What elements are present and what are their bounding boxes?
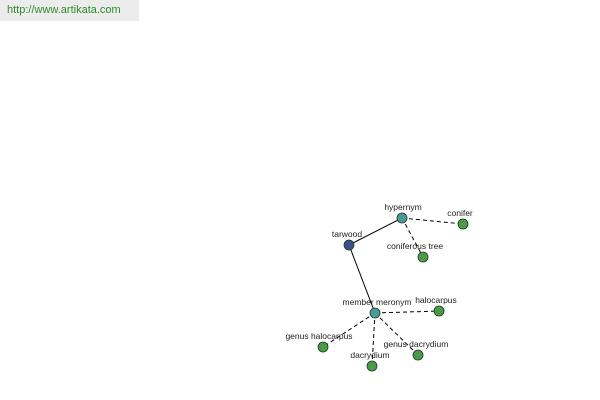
node-coniferous-tree[interactable]: coniferous tree — [387, 241, 443, 263]
node-conifer[interactable]: conifer — [447, 208, 473, 230]
node-genus-dacrydium[interactable]: genus dacrydium — [384, 339, 449, 361]
node-member-meronym[interactable]: member meronym — [343, 297, 412, 319]
node-label-halocarpus: halocarpus — [415, 295, 457, 305]
node-genus-halocarpus[interactable]: genus halocarpus — [285, 331, 353, 353]
graph-edges — [322, 217, 464, 367]
node-label-coniferous-tree: coniferous tree — [387, 241, 443, 251]
node-dacrydium[interactable]: dacrydium — [350, 350, 390, 372]
node-label-tarwood: tarwood — [332, 229, 363, 239]
node-circle-dacrydium[interactable] — [366, 360, 378, 372]
node-halocarpus[interactable]: halocarpus — [415, 295, 457, 317]
node-circle-member-meronym[interactable] — [369, 307, 381, 319]
node-circle-genus-halocarpus[interactable] — [317, 341, 329, 353]
edge-hypernym-to-conifer — [401, 217, 464, 225]
node-label-hypernym: hypernym — [384, 202, 421, 212]
node-circle-genus-dacrydium[interactable] — [412, 349, 424, 361]
node-label-genus-halocarpus: genus halocarpus — [285, 331, 352, 341]
node-label-dacrydium: dacrydium — [350, 350, 389, 360]
edge-member-meronym-to-dacrydium — [371, 312, 376, 367]
node-label-conifer: conifer — [447, 208, 473, 218]
node-label-genus-dacrydium: genus dacrydium — [384, 339, 449, 349]
edge-tarwood-to-hypernym — [348, 217, 403, 246]
node-tarwood[interactable]: tarwood — [332, 229, 363, 251]
edge-member-meronym-to-halocarpus — [374, 310, 440, 314]
node-circle-halocarpus[interactable] — [433, 305, 445, 317]
node-label-member-meronym: member meronym — [343, 297, 412, 307]
site-url[interactable]: http://www.artikata.com — [0, 0, 139, 21]
node-circle-coniferous-tree[interactable] — [417, 251, 429, 263]
edge-member-meronym-to-genus-halocarpus — [322, 312, 376, 348]
graph-nodes: tarwood hypernym conifer coniferous tree mem… — [285, 202, 473, 372]
node-circle-tarwood[interactable] — [343, 239, 355, 251]
edge-tarwood-to-member-meronym — [348, 244, 376, 314]
edge-hypernym-to-coniferous-tree — [401, 217, 424, 258]
node-hypernym[interactable]: hypernym — [384, 202, 422, 224]
node-circle-hypernym[interactable] — [396, 212, 408, 224]
edge-member-meronym-to-genus-dacrydium — [374, 312, 419, 356]
node-circle-conifer[interactable] — [457, 218, 469, 230]
